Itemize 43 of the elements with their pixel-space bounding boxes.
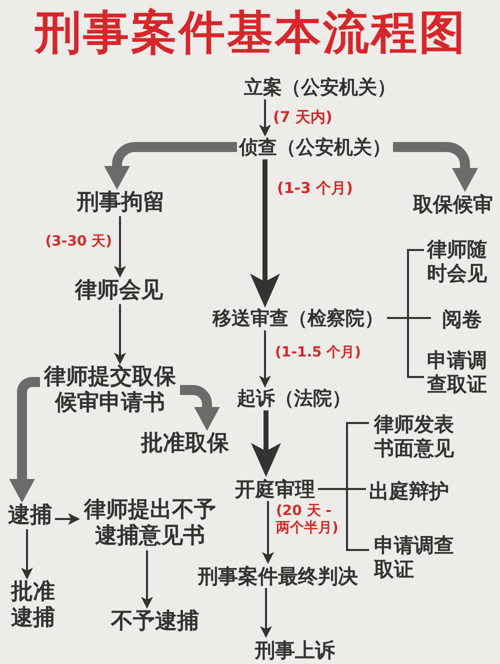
- step-label: 批准逮捕: [8, 580, 58, 632]
- thick-arrow: [393, 142, 478, 192]
- step-label: 取保候审: [409, 192, 497, 216]
- step-label: 律师提出不予逮捕意见书: [80, 498, 220, 550]
- branch-label: 申请调查取证: [369, 533, 459, 581]
- arrow: [21, 529, 33, 580]
- thick-arrow: [250, 159, 280, 308]
- branch-label: 出庭辩护: [366, 479, 452, 503]
- branch-label: 律师发表书面意见: [369, 412, 459, 460]
- arrow: [55, 513, 80, 525]
- edge-label: (7 天内): [273, 108, 332, 126]
- bracket-line: [387, 317, 424, 378]
- arrow: [259, 99, 271, 137]
- edge-label: (20 天 - 两个半月): [276, 503, 340, 537]
- arrow: [260, 588, 272, 638]
- step-label: 刑事上诉: [252, 638, 338, 662]
- step-label: 律师会见: [71, 278, 167, 304]
- branch-label: 阅卷: [431, 307, 493, 331]
- step-label: 不予逮捕: [108, 608, 202, 636]
- arrow: [259, 330, 271, 388]
- step-label: 移送审查（检察院）: [209, 308, 387, 330]
- step-label: 逮捕: [5, 502, 55, 530]
- title: 刑事案件基本流程图: [33, 5, 467, 59]
- thick-arrow: [104, 142, 237, 190]
- bracket-line: [318, 488, 369, 551]
- edge-label: (1-1.5 个月): [275, 344, 362, 362]
- step-label: 刑事案件最终判决: [195, 564, 361, 588]
- step-label: 开庭审理: [232, 477, 318, 501]
- step-label: 立案（公安机关）: [240, 76, 400, 100]
- arrow: [262, 501, 274, 564]
- branch-label: 申请调查取证: [424, 348, 490, 396]
- arrow: [141, 550, 153, 609]
- step-label: 批准取保: [138, 430, 232, 458]
- step-label: 侦查（公安机关）: [237, 136, 393, 160]
- arrow: [114, 304, 126, 365]
- edge-label: (3-30 天): [45, 234, 112, 250]
- step-label: 刑事拘留: [73, 190, 169, 216]
- edge-label: (1-3 个月): [277, 179, 354, 197]
- step-label: 律师提交取保候审申请书: [40, 364, 180, 418]
- step-label: 起诉（法院）: [235, 388, 353, 410]
- arrow: [114, 216, 126, 278]
- branch-label: 律师随时会见: [424, 237, 490, 285]
- thick-arrow: [251, 410, 281, 477]
